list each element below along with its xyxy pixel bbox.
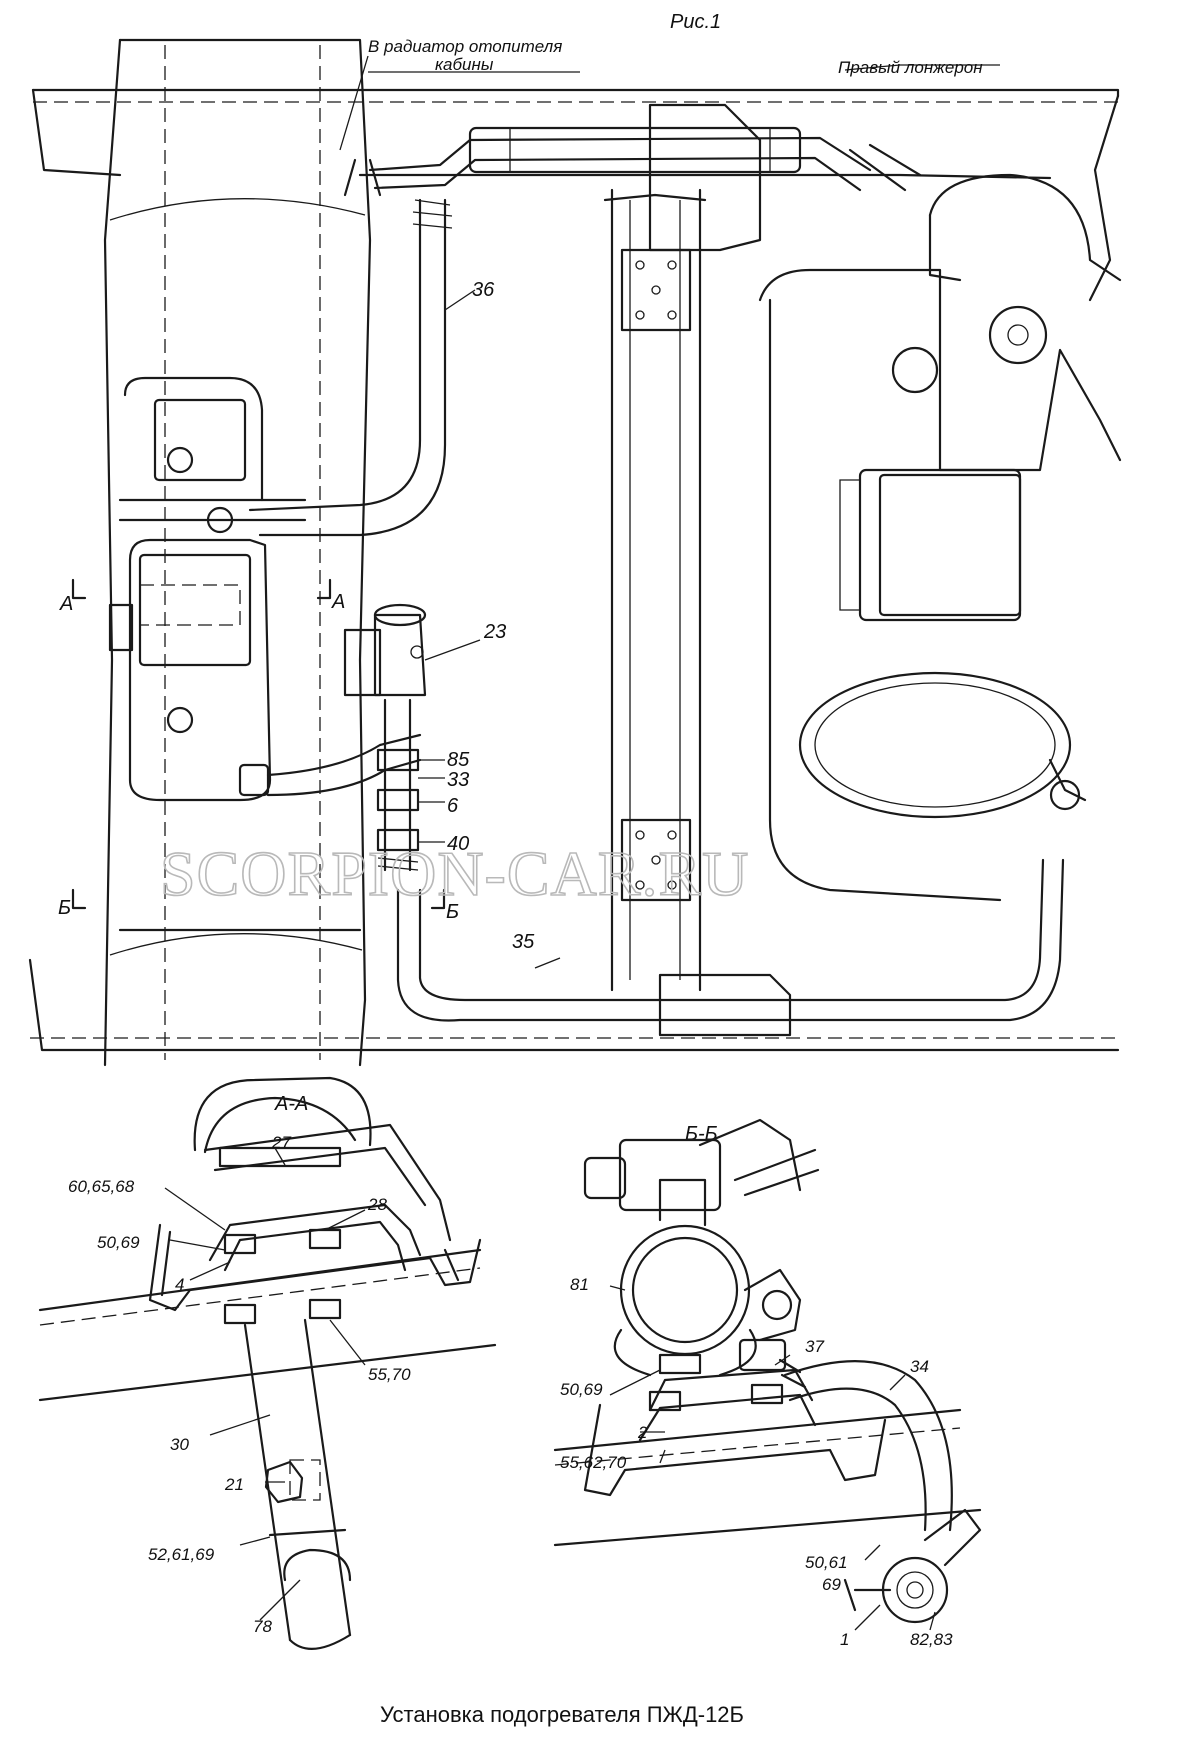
callout-aa-78: 78 bbox=[253, 1617, 272, 1636]
callout-40: 40 bbox=[447, 833, 469, 855]
callout-bb-69: 69 bbox=[822, 1575, 841, 1594]
engine-block bbox=[758, 173, 1122, 902]
callout-bb-2: 2 bbox=[637, 1423, 648, 1442]
callout-bb-34: 34 bbox=[910, 1357, 929, 1376]
callout-aa-60-65-68: 60,65,68 bbox=[68, 1177, 135, 1196]
callout-aa-52-61-69: 52,61,69 bbox=[148, 1545, 215, 1564]
heater-pzhd bbox=[108, 376, 422, 802]
watermark: SCORPION-CAR.RU bbox=[160, 838, 749, 909]
note-heater-radiator-line2: кабины bbox=[435, 55, 494, 74]
callout-bb-55-62-70: 55,62,70 bbox=[560, 1453, 627, 1472]
callout-bb-50-61: 50,61 bbox=[805, 1553, 848, 1572]
note-heater-radiator: В радиатор отопителя bbox=[368, 37, 562, 56]
callout-aa-4: 4 bbox=[175, 1275, 184, 1294]
section-mark-a-left: А bbox=[59, 593, 73, 615]
callout-bb-1: 1 bbox=[840, 1630, 849, 1649]
callout-85: 85 bbox=[447, 749, 470, 771]
section-mark-b-right: Б bbox=[446, 901, 459, 923]
hose-35 bbox=[396, 858, 1065, 1022]
left-frame-member bbox=[103, 38, 372, 1067]
callout-aa-28: 28 bbox=[367, 1195, 387, 1214]
section-aa: А-А 6 bbox=[38, 1076, 497, 1650]
callout-bb-37: 37 bbox=[805, 1337, 824, 1356]
figure-title: Рис.1 bbox=[670, 11, 721, 33]
callout-aa-27: 27 bbox=[271, 1133, 291, 1152]
main-leaders bbox=[339, 55, 1000, 969]
callout-33: 33 bbox=[447, 769, 469, 791]
callout-6: 6 bbox=[447, 795, 459, 817]
note-right-rail: Правый лонжерон bbox=[838, 58, 983, 77]
hose-36 bbox=[248, 198, 453, 537]
figure-caption: Установка подогревателя ПЖД-12Б bbox=[380, 1702, 744, 1727]
main-view: А А Б Б Рис.1 В радиатор отопителя кабин… bbox=[28, 11, 1122, 1067]
lower-frame-rail bbox=[28, 928, 1120, 1052]
callout-23: 23 bbox=[483, 621, 506, 643]
callout-aa-55-70: 55,70 bbox=[368, 1365, 411, 1384]
section-bb-title: Б-Б bbox=[685, 1123, 718, 1145]
cross-member bbox=[603, 103, 792, 1037]
section-mark-b-left: Б bbox=[58, 897, 71, 919]
callout-aa-30: 30 bbox=[170, 1435, 189, 1454]
callout-bb-82-83: 82,83 bbox=[910, 1630, 953, 1649]
fuel-pump-23 bbox=[343, 603, 427, 872]
section-bb: Б-Б bbox=[553, 1118, 982, 1649]
callout-35: 35 bbox=[512, 931, 535, 953]
callout-bb-50-69: 50,69 bbox=[560, 1380, 603, 1399]
top-hose bbox=[343, 126, 922, 197]
callout-aa-50-69: 50,69 bbox=[97, 1233, 140, 1252]
callout-36: 36 bbox=[472, 279, 495, 301]
section-marks: А А Б Б bbox=[58, 578, 459, 923]
section-mark-a-right: А bbox=[331, 591, 345, 613]
callout-aa-21: 21 bbox=[224, 1475, 244, 1494]
right-frame-rail bbox=[31, 88, 1120, 302]
section-aa-title: А-А bbox=[274, 1093, 308, 1115]
callout-bb-81: 81 bbox=[570, 1275, 589, 1294]
